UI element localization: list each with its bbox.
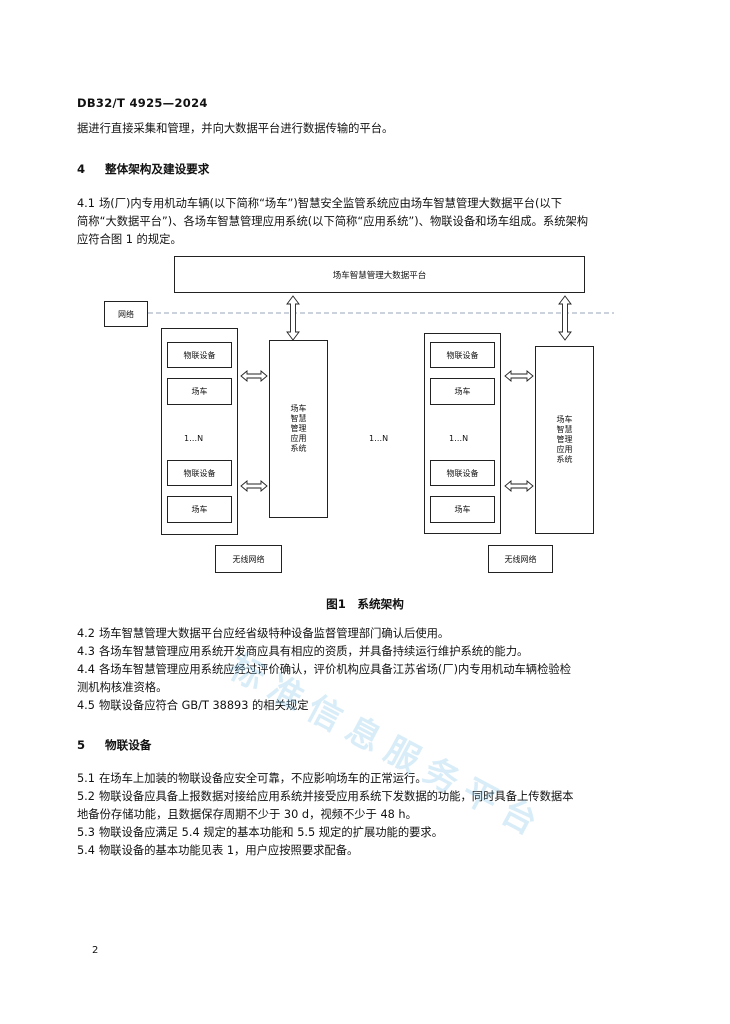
clause-4-4-line-1: 4.4 各场车智慧管理应用系统应经过评价确认，评价机构应具备江苏省场(厂)内专用机… xyxy=(77,662,571,678)
app-line: 管理 xyxy=(290,424,307,433)
right-arrow-bottom xyxy=(504,480,534,492)
app-line: 系统 xyxy=(290,444,307,453)
app-line: 应用 xyxy=(290,434,307,443)
clause-number: 5.4 xyxy=(77,844,95,857)
clause-text: 物联设备应符合 GB/T 38893 的相关规定 xyxy=(99,699,309,712)
right-vehicle-1: 场车 xyxy=(430,378,495,405)
left-device-group xyxy=(161,328,238,535)
intro-line: 据进行直接采集和管理，并向大数据平台进行数据传输的平台。 xyxy=(77,122,394,135)
left-range-label: 1…N xyxy=(184,434,204,443)
clause-number: 4.2 xyxy=(77,627,95,640)
section-title: 物联设备 xyxy=(105,738,152,752)
left-vehicle-1: 场车 xyxy=(167,378,232,405)
clause-number: 5.3 xyxy=(77,826,95,839)
right-iot-device-1: 物联设备 xyxy=(430,342,495,368)
app-line: 系统 xyxy=(556,455,573,464)
section-number: 5 xyxy=(77,738,86,752)
middle-range-label: 1…N xyxy=(369,434,389,443)
clause-text: 各场车智慧管理应用系统应经过评价确认，评价机构应具备江苏省场(厂)内专用机动车辆… xyxy=(99,663,571,676)
clause-4-2: 4.2 场车智慧管理大数据平台应经省级特种设备监督管理部门确认后使用。 xyxy=(77,626,449,642)
left-iot-device-2: 物联设备 xyxy=(167,460,232,486)
clause-4-3: 4.3 各场车智慧管理应用系统开发商应具有相应的资质，并具备持续运行维护系统的能力… xyxy=(77,644,528,660)
clause-5-2-line-1: 5.2 物联设备应具备上报数据对接给应用系统并接受应用系统下发数据的功能，同时具备… xyxy=(77,789,573,805)
right-iot-device-2: 物联设备 xyxy=(430,460,495,486)
section-title: 整体架构及建设要求 xyxy=(105,162,210,176)
clause-4-4-line-2: 测机构核准资格。 xyxy=(77,681,168,694)
big-data-platform-box: 场车智慧管理大数据平台 xyxy=(174,256,585,293)
right-app-system-box: 场车 智慧 管理 应用 系统 xyxy=(535,346,594,534)
clause-4-5: 4.5 物联设备应符合 GB/T 38893 的相关规定 xyxy=(77,698,309,714)
clause-text: 在场车上加装的物联设备应安全可靠，不应影响场车的正常运行。 xyxy=(99,772,427,785)
left-arrow-top xyxy=(240,370,268,382)
left-iot-device-1: 物联设备 xyxy=(167,342,232,368)
clause-number: 4.5 xyxy=(77,699,95,712)
network-label-box: 网络 xyxy=(104,301,148,327)
document-code: DB32/T 4925—2024 xyxy=(77,96,208,110)
clause-text: 场车智慧管理大数据平台应经省级特种设备监督管理部门确认后使用。 xyxy=(99,627,450,640)
left-app-system-box: 场车 智慧 管理 应用 系统 xyxy=(269,340,328,518)
network-dashed-line xyxy=(148,312,614,314)
clause-text: 物联设备应满足 5.4 规定的基本功能和 5.5 规定的扩展功能的要求。 xyxy=(99,826,444,839)
clause-5-1: 5.1 在场车上加装的物联设备应安全可靠，不应影响场车的正常运行。 xyxy=(77,771,427,787)
section-5-heading: 5 物联设备 xyxy=(77,737,151,753)
app-line: 智慧 xyxy=(290,414,307,423)
clause-number: 4.3 xyxy=(77,645,95,658)
figure-caption: 图1 系统架构 xyxy=(326,597,404,611)
app-line: 场车 xyxy=(290,404,307,413)
right-wireless-box: 无线网络 xyxy=(488,545,553,573)
clause-number: 5.1 xyxy=(77,772,95,785)
platform-left-arrow xyxy=(286,295,300,341)
section-4-heading: 4 整体架构及建设要求 xyxy=(77,161,209,177)
clause-4-1-line-3: 应符合图 1 的规定。 xyxy=(77,233,182,246)
clause-text: 物联设备的基本功能见表 1，用户应按照要求配备。 xyxy=(99,844,359,857)
clause-text: 物联设备应具备上报数据对接给应用系统并接受应用系统下发数据的功能，同时具备上传数… xyxy=(99,790,574,803)
section-number: 4 xyxy=(77,162,86,176)
clause-number: 5.2 xyxy=(77,790,95,803)
clause-text: 各场车智慧管理应用系统开发商应具有相应的资质，并具备持续运行维护系统的能力。 xyxy=(99,645,529,658)
clause-5-2-line-2: 地备份存储功能，且数据保存周期不少于 30 d，视频不少于 48 h。 xyxy=(77,808,417,821)
left-arrow-bottom xyxy=(240,480,268,492)
right-device-group xyxy=(424,333,501,534)
left-vehicle-2: 场车 xyxy=(167,496,232,523)
clause-4-1-line-1: 4.1 场(厂)内专用机动车辆(以下简称“场车”)智慧安全监管系统应由场车智慧管理… xyxy=(77,196,562,212)
page-number: 2 xyxy=(92,945,99,956)
right-arrow-top xyxy=(504,370,534,382)
clause-5-4: 5.4 物联设备的基本功能见表 1，用户应按照要求配备。 xyxy=(77,843,358,859)
architecture-diagram: 场车智慧管理大数据平台 网络 物联设备 场车 1…N 物联设备 场车 场车 智慧… xyxy=(104,256,614,573)
clause-text: 场(厂)内专用机动车辆(以下简称“场车”)智慧安全监管系统应由场车智慧管理大数据… xyxy=(99,197,563,210)
clause-number: 4.4 xyxy=(77,663,95,676)
right-range-label: 1…N xyxy=(449,434,469,443)
clause-4-1-line-2: 简称“大数据平台”)、各场车智慧管理应用系统(以下简称“应用系统”)、物联设备和… xyxy=(77,215,589,228)
app-line: 管理 xyxy=(556,435,573,444)
clause-5-3: 5.3 物联设备应满足 5.4 规定的基本功能和 5.5 规定的扩展功能的要求。 xyxy=(77,825,443,841)
platform-right-arrow xyxy=(558,295,572,341)
app-line: 场车 xyxy=(556,415,573,424)
clause-number: 4.1 xyxy=(77,197,95,210)
left-wireless-box: 无线网络 xyxy=(215,545,282,573)
app-line: 智慧 xyxy=(556,425,573,434)
right-vehicle-2: 场车 xyxy=(430,496,495,523)
app-line: 应用 xyxy=(556,445,573,454)
